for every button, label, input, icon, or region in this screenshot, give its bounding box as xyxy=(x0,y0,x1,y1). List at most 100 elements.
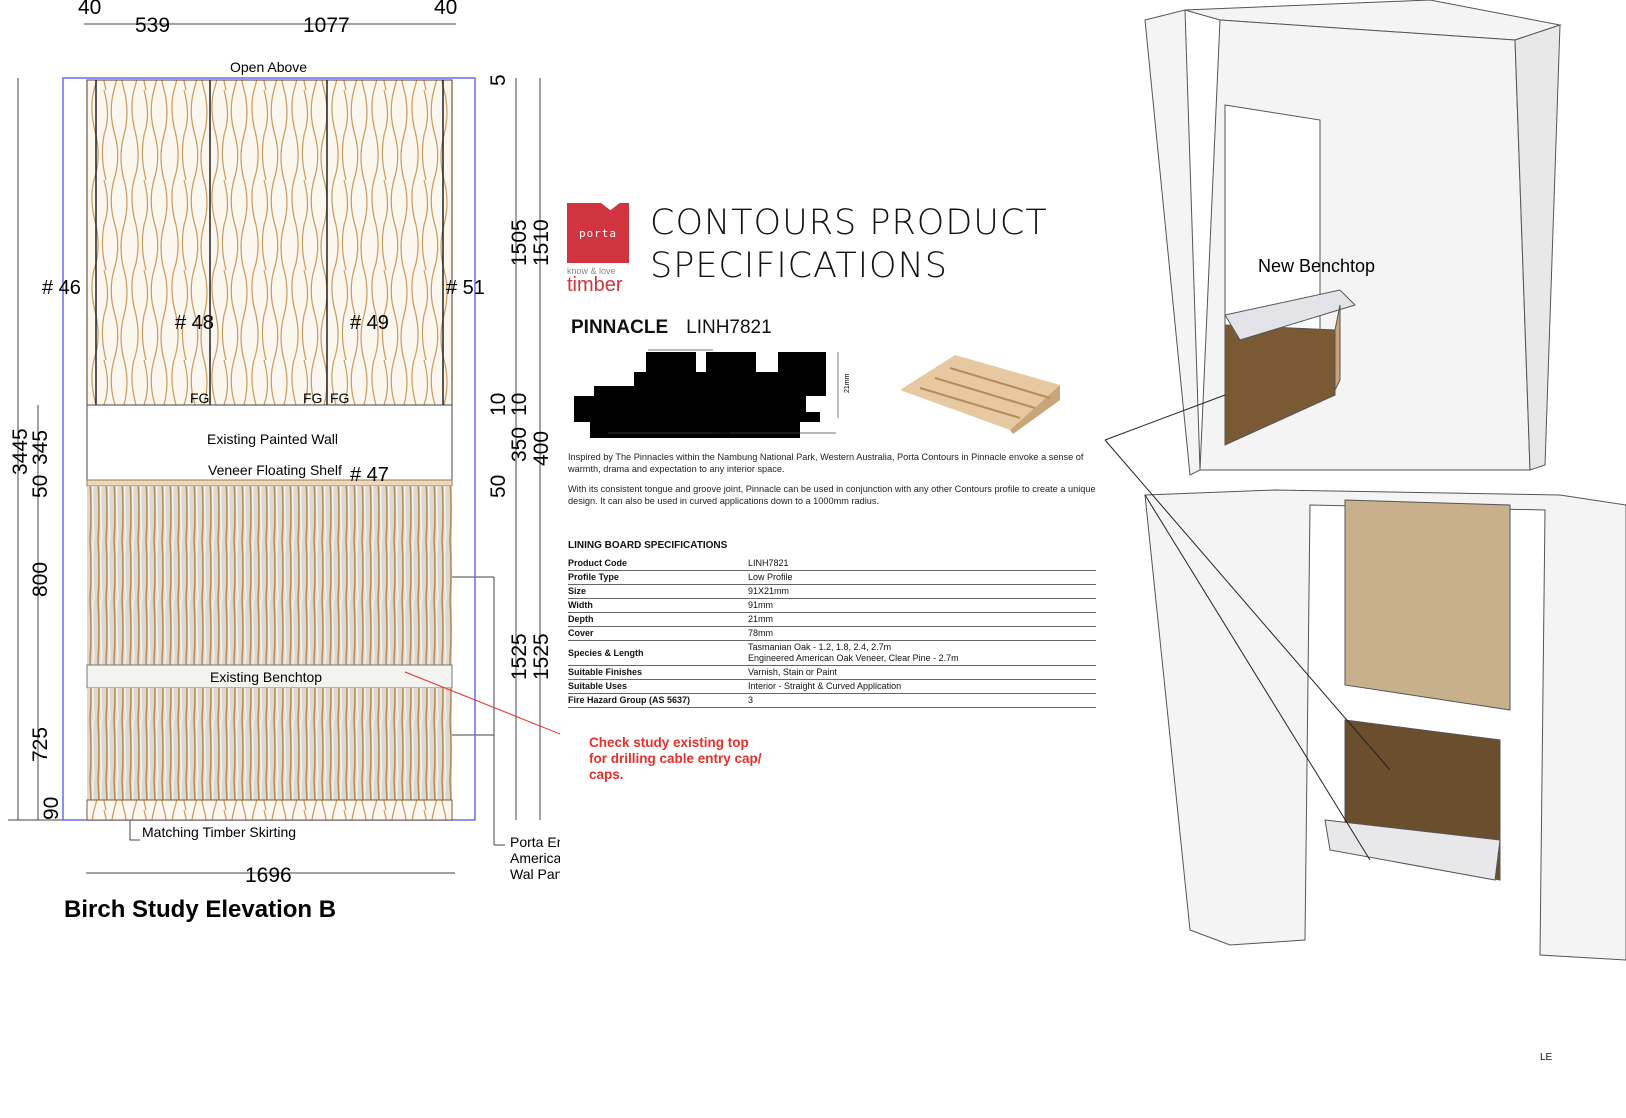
tag-49: # 49 xyxy=(350,312,389,334)
spec-key: Suitable Finishes xyxy=(568,665,748,680)
spec-key: Species & Length xyxy=(568,640,748,666)
spec-value: Low Profile xyxy=(748,570,1096,585)
dim-left: 800 xyxy=(29,562,52,597)
product-name: PINNACLE xyxy=(571,317,669,338)
description-paragraph: Inspired by The Pinnacles within the Nam… xyxy=(568,452,1084,474)
logo-mark: porta xyxy=(567,203,629,263)
red-note: Check study existing top for drilling ca… xyxy=(589,735,762,783)
label-shelf: Veneer Floating Shelf xyxy=(208,462,342,478)
label-skirting: Matching Timber Skirting xyxy=(142,824,296,840)
dim-left: 50 xyxy=(29,475,52,498)
label-panelling: Porta Engineered xyxy=(510,834,560,850)
corner-text: LE xyxy=(1540,1052,1553,1063)
dim-17mm: 17mm xyxy=(658,348,678,349)
dim-right: 1505 xyxy=(508,219,531,266)
spec-value: 21mm xyxy=(748,612,1096,627)
spec-title: CONTOURS PRODUCT SPECIFICATIONS xyxy=(650,202,1048,288)
painted-wall xyxy=(86,404,453,483)
label-open-above: Open Above xyxy=(230,59,307,75)
spec-value-line: 91X21mm xyxy=(748,586,790,596)
spec-value-line: Low Profile xyxy=(748,572,793,582)
tag-47: # 47 xyxy=(350,464,389,486)
dim-right: 10 xyxy=(487,393,510,416)
spec-value-line: 78mm xyxy=(748,628,774,638)
new-benchtop-label: New Benchtop xyxy=(1258,256,1375,276)
dim-top: 40 xyxy=(78,0,101,19)
skirting xyxy=(86,799,453,821)
spec-value: Interior - Straight & Curved Application xyxy=(748,679,1096,694)
dim-right: 1510 xyxy=(530,219,553,266)
dim-78mm: 78mm xyxy=(710,431,730,438)
spec-value-line: Interior - Straight & Curved Application xyxy=(748,681,902,691)
product-heading: PINNACLE LINH7821 xyxy=(571,317,772,339)
upper-wood-panels xyxy=(86,79,453,406)
label-panelling: American Oak Veneer xyxy=(510,850,560,866)
lower-panelling xyxy=(87,486,452,665)
board-sample-image xyxy=(900,355,1060,434)
note-line: Check study existing top xyxy=(589,735,749,750)
elevation-drawing: 40 539 1077 40 1696 3445 345 50 800 725 … xyxy=(8,0,560,923)
fg-label: FG xyxy=(303,390,322,406)
note-line: for drilling cable entry cap/ xyxy=(589,751,762,766)
spec-key: Product Code xyxy=(568,557,748,571)
dim-left: 345 xyxy=(29,430,52,465)
fg-label: FG xyxy=(330,390,349,406)
dim-bottom: 1696 xyxy=(245,864,292,887)
logo-word: timber xyxy=(567,274,623,296)
table-title: LINING BOARD SPECIFICATIONS xyxy=(568,540,728,551)
spec-key: Depth xyxy=(568,612,748,627)
note-line: caps. xyxy=(589,767,624,782)
description-paragraph: With its consistent tongue and groove jo… xyxy=(568,484,1096,506)
dim-left: 3445 xyxy=(9,428,32,475)
spec-value: 91mm xyxy=(748,598,1096,613)
dim-right: 1525 xyxy=(530,633,553,680)
dim-left: 90 xyxy=(40,797,63,820)
dim-top: 40 xyxy=(434,0,457,19)
spec-value-line: 91mm xyxy=(748,600,774,610)
label-benchtop: Existing Benchtop xyxy=(210,669,322,685)
logo-tagline: know & love xyxy=(567,266,616,276)
spec-value: 78mm xyxy=(748,626,1096,641)
title-line: CONTOURS PRODUCT xyxy=(650,203,1048,243)
porta-logo: porta know & love timber xyxy=(567,203,629,296)
label-panelling: Wal Panelling xyxy=(510,866,560,882)
fg-label: FG xyxy=(190,390,209,406)
spec-value: 91X21mm xyxy=(748,584,1096,599)
3d-render: New Benchtop xyxy=(1104,0,1626,961)
spec-value: 3 xyxy=(748,693,1096,708)
dim-left: 725 xyxy=(29,727,52,762)
spec-key: Cover xyxy=(568,626,748,641)
dim-9mm: 9mm xyxy=(695,348,711,349)
spec-row: Fire Hazard Group (AS 5637)3 xyxy=(568,693,1096,708)
elevation-title: Birch Study Elevation B xyxy=(64,896,336,923)
spec-value: LINH7821 xyxy=(748,557,1096,571)
dim-right: 5 xyxy=(487,74,510,86)
dim-right: 400 xyxy=(530,431,553,466)
spec-value-line: 3 xyxy=(748,695,754,705)
dim-right: 1525 xyxy=(508,633,531,680)
spec-key: Suitable Uses xyxy=(568,679,748,694)
dim-right: 350 xyxy=(508,427,531,462)
title-line: SPECIFICATIONS xyxy=(650,246,948,286)
floating-shelf xyxy=(86,479,453,487)
dim-top: 539 xyxy=(135,14,170,37)
spec-key: Width xyxy=(568,598,748,613)
product-code: LINH7821 xyxy=(686,317,772,338)
spec-value-line: 21mm xyxy=(748,614,774,624)
dim-right: 50 xyxy=(487,475,510,498)
dim-top: 1077 xyxy=(303,14,350,37)
label-painted-wall: Existing Painted Wall xyxy=(207,431,338,447)
tag-51: # 51 xyxy=(446,277,485,299)
spec-value-line: LINH7821 xyxy=(748,558,789,568)
